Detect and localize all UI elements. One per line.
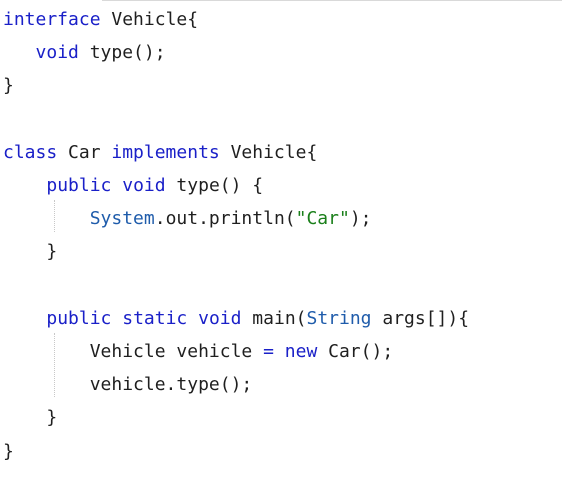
code-line: } — [3, 435, 14, 468]
code-line: void type(); — [3, 36, 166, 69]
keyword-token: implements — [111, 141, 220, 163]
keyword-token: class — [3, 141, 58, 163]
code-token: } — [3, 440, 14, 462]
code-token — [3, 42, 36, 63]
code-token: Car — [57, 141, 112, 163]
code-line: interface Vehicle{ — [3, 3, 198, 36]
indent-guide — [54, 333, 55, 397]
code-line: vehicle.type(); — [3, 368, 253, 401]
keyword-token: public — [46, 307, 112, 329]
code-token — [3, 175, 46, 196]
code-token: } — [3, 241, 58, 263]
code-line: Vehicle vehicle = new Car(); — [3, 335, 393, 368]
code-token — [111, 175, 122, 196]
code-line: } — [3, 235, 57, 268]
code-line: class Car implements Vehicle{ — [3, 136, 317, 169]
keyword-token: = — [263, 341, 274, 362]
code-token: } — [3, 407, 58, 429]
code-token — [3, 308, 46, 329]
keyword-token: static — [122, 307, 188, 329]
type-token: String — [306, 307, 372, 329]
code-line: } — [3, 69, 14, 102]
keyword-token: void — [35, 42, 79, 64]
code-token — [3, 208, 90, 229]
code-token: args[]){ — [371, 307, 470, 329]
code-token: Vehicle{ — [219, 141, 318, 163]
code-line: public void type() { — [3, 169, 263, 202]
code-token: type() { — [165, 175, 264, 196]
keyword-token: new — [284, 341, 318, 362]
code-line: public static void main(String args[]){ — [3, 302, 469, 335]
type-token: System — [89, 208, 155, 230]
code-line: System.out.println("Car"); — [3, 202, 372, 235]
top-border — [102, 0, 562, 1]
keyword-token: void — [122, 175, 166, 196]
code-line: } — [3, 401, 57, 434]
code-token: vehicle.type(); — [3, 374, 253, 396]
keyword-token: interface — [3, 9, 101, 30]
code-token: ); — [349, 208, 372, 230]
code-token: main( — [241, 307, 307, 329]
code-token: type(); — [78, 42, 166, 64]
keyword-token: public — [46, 175, 112, 196]
code-token — [187, 308, 198, 329]
indent-guide — [54, 200, 55, 232]
string-token: "Car" — [295, 208, 350, 230]
code-token: Vehicle vehicle — [3, 341, 264, 362]
code-token: .out.println( — [154, 208, 296, 230]
keyword-token: void — [198, 307, 242, 329]
code-token: } — [3, 75, 14, 97]
code-token: Car(); — [317, 341, 394, 362]
code-token: Vehicle{ — [100, 9, 199, 30]
code-token — [274, 341, 285, 362]
code-token — [111, 308, 122, 329]
